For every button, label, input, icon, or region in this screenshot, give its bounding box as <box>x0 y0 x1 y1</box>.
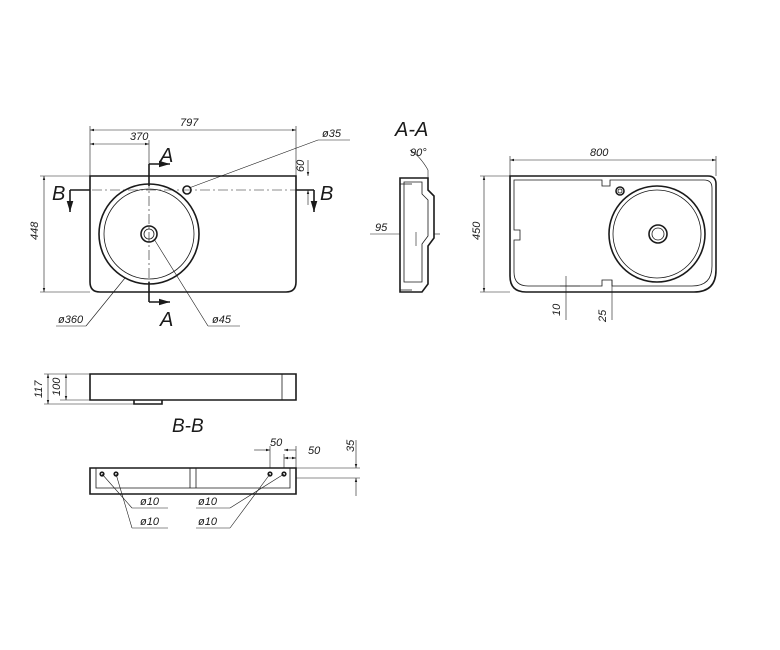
dim-10: 10 <box>551 303 563 316</box>
dim-hole-dia-2: ø10 <box>140 516 160 528</box>
dim-hole-dia-4: ø10 <box>198 516 218 528</box>
hole-1 <box>99 471 105 477</box>
dim-hole-dia-3: ø10 <box>198 496 218 508</box>
dim-50-a: 50 <box>270 437 283 449</box>
dim-bowl-dia: ø360 <box>58 314 84 326</box>
section-b-left-label: B <box>52 183 65 205</box>
top-drain-hole <box>648 224 668 244</box>
dim-25: 25 <box>597 309 609 323</box>
top-view: 800 450 10 25 <box>471 147 717 323</box>
section-aa-view: A-A 90° 95 <box>370 119 440 293</box>
dim-95: 95 <box>375 222 388 234</box>
dim-60: 60 <box>295 159 307 172</box>
dim-100: 100 <box>51 377 63 396</box>
section-a-top-label: A <box>159 145 173 167</box>
top-bowl-outline <box>608 185 706 283</box>
dim-797: 797 <box>180 117 199 129</box>
dim-370: 370 <box>130 131 149 143</box>
top-overflow-hole <box>615 186 625 196</box>
dim-450: 450 <box>471 221 483 240</box>
dim-35: 35 <box>345 439 357 452</box>
dim-overflow-dia: ø35 <box>322 128 342 140</box>
hole-4 <box>281 471 287 477</box>
angle-90: 90° <box>410 147 427 159</box>
dim-800: 800 <box>590 147 609 159</box>
section-b-right-label: B <box>320 183 333 205</box>
dim-50-b: 50 <box>308 445 321 457</box>
dim-drain-dia: ø45 <box>212 314 232 326</box>
section-bb-view: B-B 50 50 35 ø10 ø10 ø10 <box>89 416 360 529</box>
dim-hole-dia-1: ø10 <box>140 496 160 508</box>
hole-3 <box>267 471 273 477</box>
section-a-bottom-label: A <box>159 309 173 331</box>
dim-117: 117 <box>33 380 45 398</box>
side-view: 117 100 <box>33 373 297 405</box>
dim-448: 448 <box>29 221 41 240</box>
hole-2 <box>113 471 119 477</box>
section-bb-title: B-B <box>172 416 204 437</box>
front-view: 797 370 448 ø35 60 ø360 ø45 A A <box>29 117 350 331</box>
section-aa-title: A-A <box>394 119 428 141</box>
